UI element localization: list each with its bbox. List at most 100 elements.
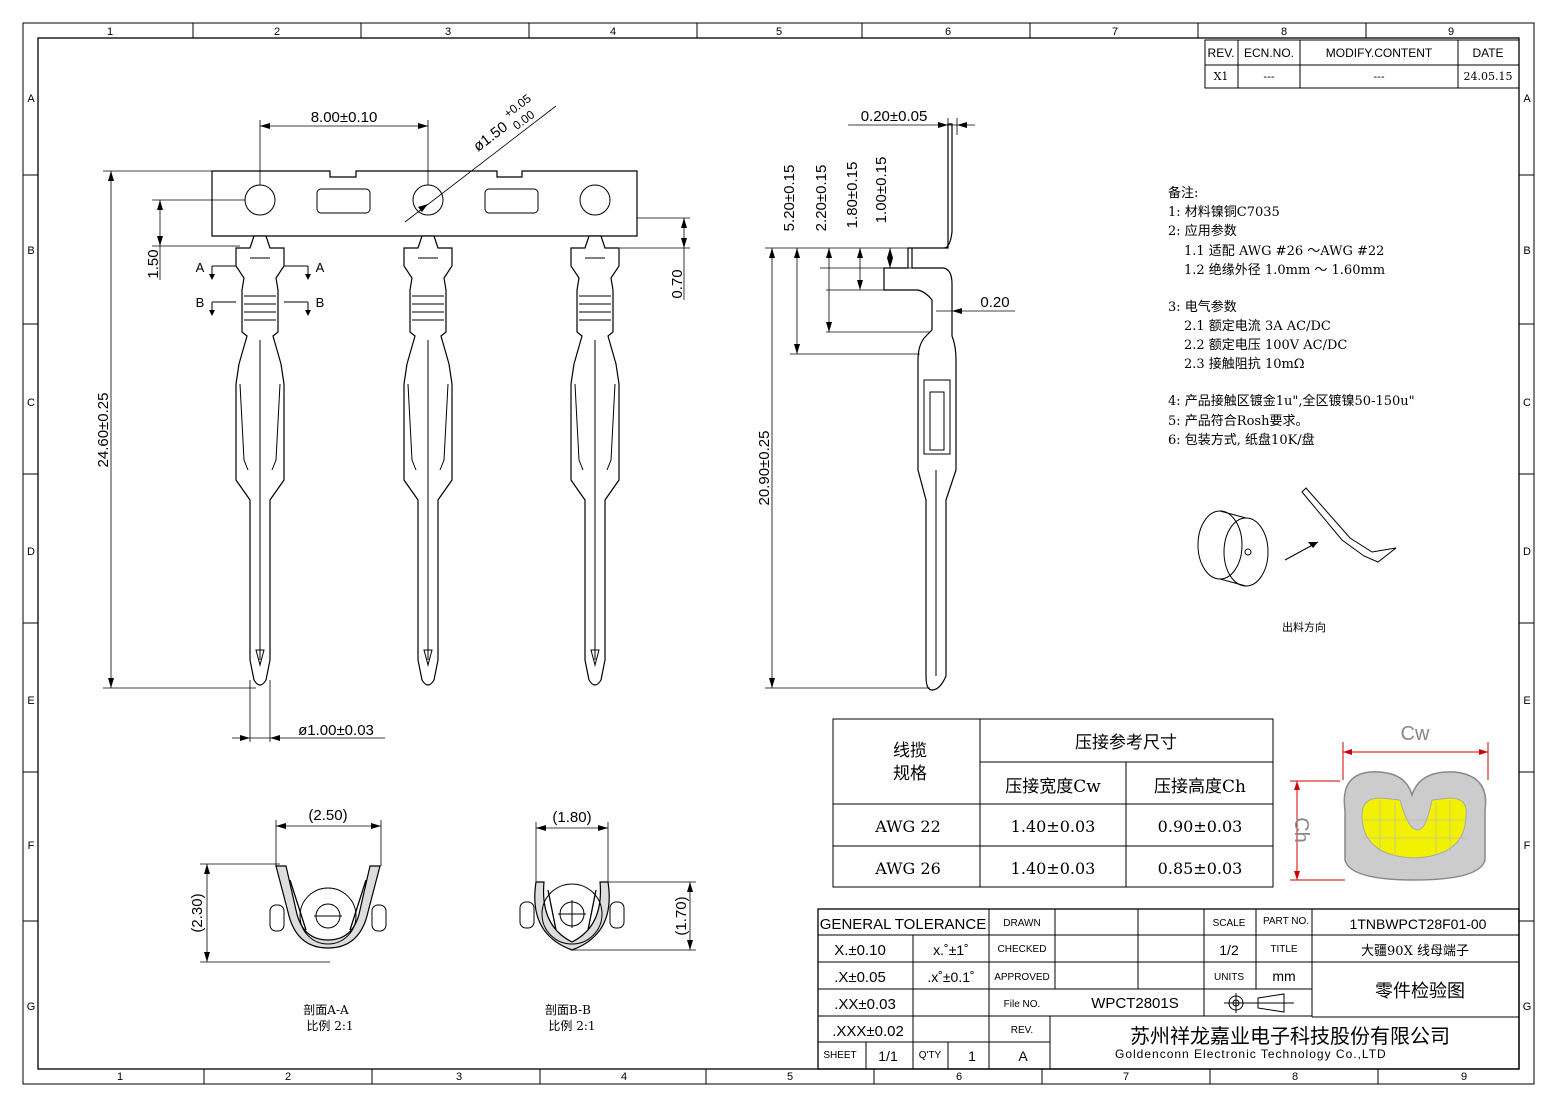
note-line: 3: 电气参数: [1168, 299, 1237, 315]
drawn-label: DRAWN: [1003, 918, 1040, 929]
tolerance-value: X.±0.10: [834, 942, 886, 959]
grid-ticks: [23, 23, 1534, 1084]
col-label: 5: [787, 1071, 793, 1083]
col-label: 1: [107, 26, 113, 38]
ecn-value: ---: [1263, 70, 1274, 83]
note-line: 1.1 适配 AWG #26 ～AWG #22: [1184, 244, 1384, 259]
row-label: F: [1524, 840, 1531, 852]
row-label: G: [27, 1001, 36, 1013]
units-value: mm: [1272, 968, 1295, 984]
section-a-scale: 比例 2:1: [306, 1019, 353, 1033]
units-label: UNITS: [1214, 972, 1244, 983]
row-label: A: [27, 93, 35, 105]
rev-value: X1: [1214, 70, 1229, 83]
dim-side-offset: 0.20: [980, 294, 1009, 311]
note-line: 2.2 额定电压 100V AC/DC: [1184, 338, 1347, 353]
col-label: 8: [1281, 26, 1287, 38]
ecn-header: ECN.NO.: [1244, 46, 1294, 60]
note-line: 2.1 额定电流 3A AC/DC: [1184, 319, 1331, 334]
row-labels: A B C D E F G A B C D E F G: [27, 93, 1532, 1013]
row-label: B: [27, 245, 34, 257]
inner-border: [37, 37, 1520, 1070]
note-line: 2: 应用参数: [1168, 223, 1237, 239]
dim-side-h3: 1.80±0.15: [844, 162, 861, 229]
note-line: 5: 产品符合Rosh要求。: [1168, 413, 1308, 429]
tolerance-value: .XXX±0.02: [832, 1023, 904, 1040]
title-label: TITLE: [1270, 944, 1298, 955]
crimp-table: 线揽 规格 压接参考尺寸 压接宽度Cw 压接高度Ch AWG 22 1.40±0…: [832, 718, 1274, 888]
dim-side-h2: 2.20±0.15: [813, 165, 830, 232]
note-line: 4: 产品接触区镀金1u",全区镀镍50-150u": [1168, 393, 1415, 409]
section-a-a: (2.50) (2.30) 剖面A-A 比例 2:1: [189, 807, 387, 1033]
outer-border: [22, 22, 1535, 1085]
rev-header: REV.: [1208, 46, 1235, 60]
general-tolerance-label: GENERAL TOLERANCE: [820, 916, 986, 933]
col-label: 6: [945, 26, 951, 38]
carrier-strip: [211, 170, 638, 237]
qty-label: Q'TY: [919, 1050, 942, 1061]
terminal: [570, 235, 620, 686]
file-no-value: WPCT2801S: [1091, 995, 1179, 1012]
strip-slot: [484, 188, 539, 214]
section-b-b: (1.80) (1.70) 剖面B-B 比例 2:1: [519, 809, 696, 1033]
col-label: 3: [456, 1071, 462, 1083]
crimp-group-header: 压接参考尺寸: [1075, 733, 1177, 753]
angle-tolerance: x.˚±1˚: [933, 942, 969, 958]
strip-slot: [316, 188, 371, 214]
table-cell: 0.90±0.03: [1158, 817, 1243, 836]
table-cell: AWG 26: [874, 859, 941, 878]
table-cell: AWG 22: [874, 817, 941, 836]
tolerance-value: .X±0.05: [834, 969, 886, 986]
dim-pitch: 8.00±0.10: [311, 109, 378, 126]
col-label: 7: [1112, 26, 1118, 38]
cw-label: Cw: [1401, 723, 1430, 745]
notes-block: 备注: 1: 材料镍铜C7035 2: 应用参数 1.1 适配 AWG #26 …: [1168, 185, 1415, 448]
scale-value: 1/2: [1219, 942, 1239, 958]
reel-illustration: 出料方向: [1197, 487, 1397, 634]
scale-label: SCALE: [1213, 918, 1246, 929]
dim-pin-diameter: ø1.00±0.03: [298, 722, 374, 739]
col-label: 5: [776, 26, 782, 38]
part-no-label: PART NO.: [1263, 916, 1309, 927]
dim-section-b-width: (1.80): [552, 809, 591, 826]
section-marker-a: A: [196, 260, 205, 275]
row-label: B: [1523, 245, 1530, 257]
spec-header: 线揽: [893, 741, 927, 761]
sheet-label: SHEET: [823, 1050, 856, 1061]
note-line: 6: 包装方式, 纸盘10K/盘: [1168, 432, 1315, 448]
note-line: 1: 材料镍铜C7035: [1168, 205, 1280, 220]
row-label: E: [1523, 695, 1530, 707]
checked-label: CHECKED: [998, 944, 1047, 955]
row-label: F: [28, 840, 35, 852]
front-view: A A B B 8.00±0.10 ø1.50 +0.05 0.00 1.50: [95, 91, 690, 742]
col-label: 4: [610, 26, 616, 38]
col-label: 6: [956, 1071, 962, 1083]
tolerance-value: .XX±0.03: [834, 996, 896, 1013]
col-label: 3: [445, 26, 451, 38]
angle-tolerance: .x˚±0.1˚: [927, 969, 974, 985]
dim-gap: 0.70: [669, 269, 686, 298]
row-label: D: [27, 546, 35, 558]
table-cell: 1.40±0.03: [1011, 817, 1096, 836]
part-no-value: 1TNBWPCT28F01-00: [1350, 916, 1487, 932]
col-label: 4: [621, 1071, 627, 1083]
terminal: [235, 235, 285, 686]
title-block: GENERAL TOLERANCE X.±0.10 .X±0.05 .XX±0.…: [817, 908, 1520, 1070]
note-line: 1.2 绝缘外径 1.0mm ～ 1.60mm: [1184, 262, 1385, 278]
ch-header: 压接高度Ch: [1154, 777, 1246, 797]
section-b-scale: 比例 2:1: [548, 1019, 595, 1033]
row-label: A: [1523, 93, 1531, 105]
col-label: 9: [1461, 1071, 1467, 1083]
dim-side-h1: 5.20±0.15: [781, 165, 798, 232]
dim-thickness: 0.20±0.05: [861, 108, 928, 125]
pilot-hole: [579, 184, 611, 216]
table-cell: 0.85±0.03: [1158, 859, 1243, 878]
company-en: Goldenconn Electronic Technology Co.,LTD: [1115, 1047, 1387, 1061]
dim-section-a-height: (2.30): [189, 893, 206, 932]
column-labels: 1 2 3 4 5 6 7 8 9 1 2 3 4 5 6 7 8 9: [107, 26, 1467, 1083]
col-label: 9: [1448, 26, 1454, 38]
terminal: [403, 235, 453, 686]
title-value: 大疆90X 线母端子: [1361, 944, 1469, 959]
dim-side-length: 20.90±0.25: [756, 431, 773, 506]
